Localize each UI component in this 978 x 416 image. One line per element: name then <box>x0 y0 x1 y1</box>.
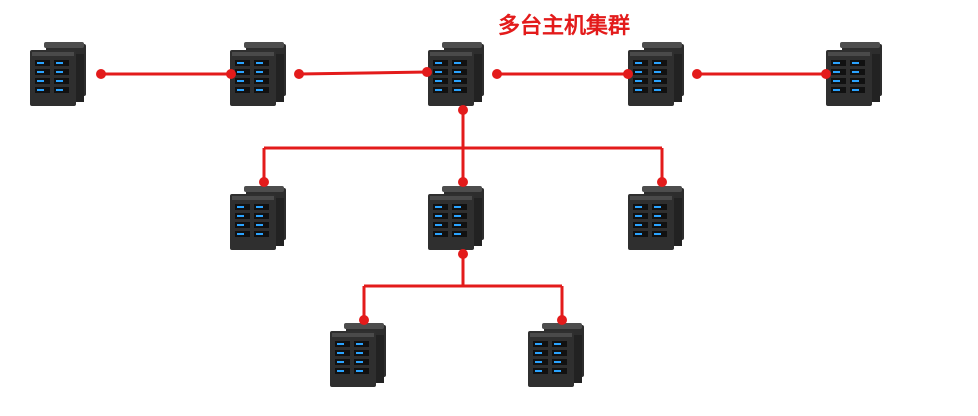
dot-middle-right-top <box>657 177 667 187</box>
dot-middle-center-top <box>458 177 468 187</box>
dot-top-3-left <box>422 67 432 77</box>
dot-middle-center-bottom <box>458 249 468 259</box>
links <box>101 70 826 320</box>
server-bottom-1 <box>330 323 386 387</box>
dot-top-5-left <box>821 69 831 79</box>
diagram-title: 多台主机集群 <box>498 14 631 39</box>
server-middle-1 <box>230 186 286 250</box>
link-top-2 <box>298 70 428 76</box>
dot-top-4-left <box>623 69 633 79</box>
dot-bottom-left-top <box>359 315 369 325</box>
server-top-5 <box>826 42 882 106</box>
connection-dots <box>96 67 831 325</box>
dot-bottom-right-top <box>557 315 567 325</box>
server-top-2 <box>230 42 286 106</box>
server-middle-2 <box>428 186 484 250</box>
server-top-1 <box>30 42 86 106</box>
servers <box>30 42 882 387</box>
server-top-3 <box>428 42 484 106</box>
server-bottom-2 <box>528 323 584 387</box>
dot-top-1-right <box>96 69 106 79</box>
dot-top-3-bottom <box>458 105 468 115</box>
dot-top-2-right <box>294 69 304 79</box>
server-top-4 <box>628 42 684 106</box>
server-middle-3 <box>628 186 684 250</box>
dot-top-4-right <box>692 69 702 79</box>
dot-top-2-left <box>226 69 236 79</box>
dot-middle-left-top <box>259 177 269 187</box>
dot-top-3-right <box>492 69 502 79</box>
